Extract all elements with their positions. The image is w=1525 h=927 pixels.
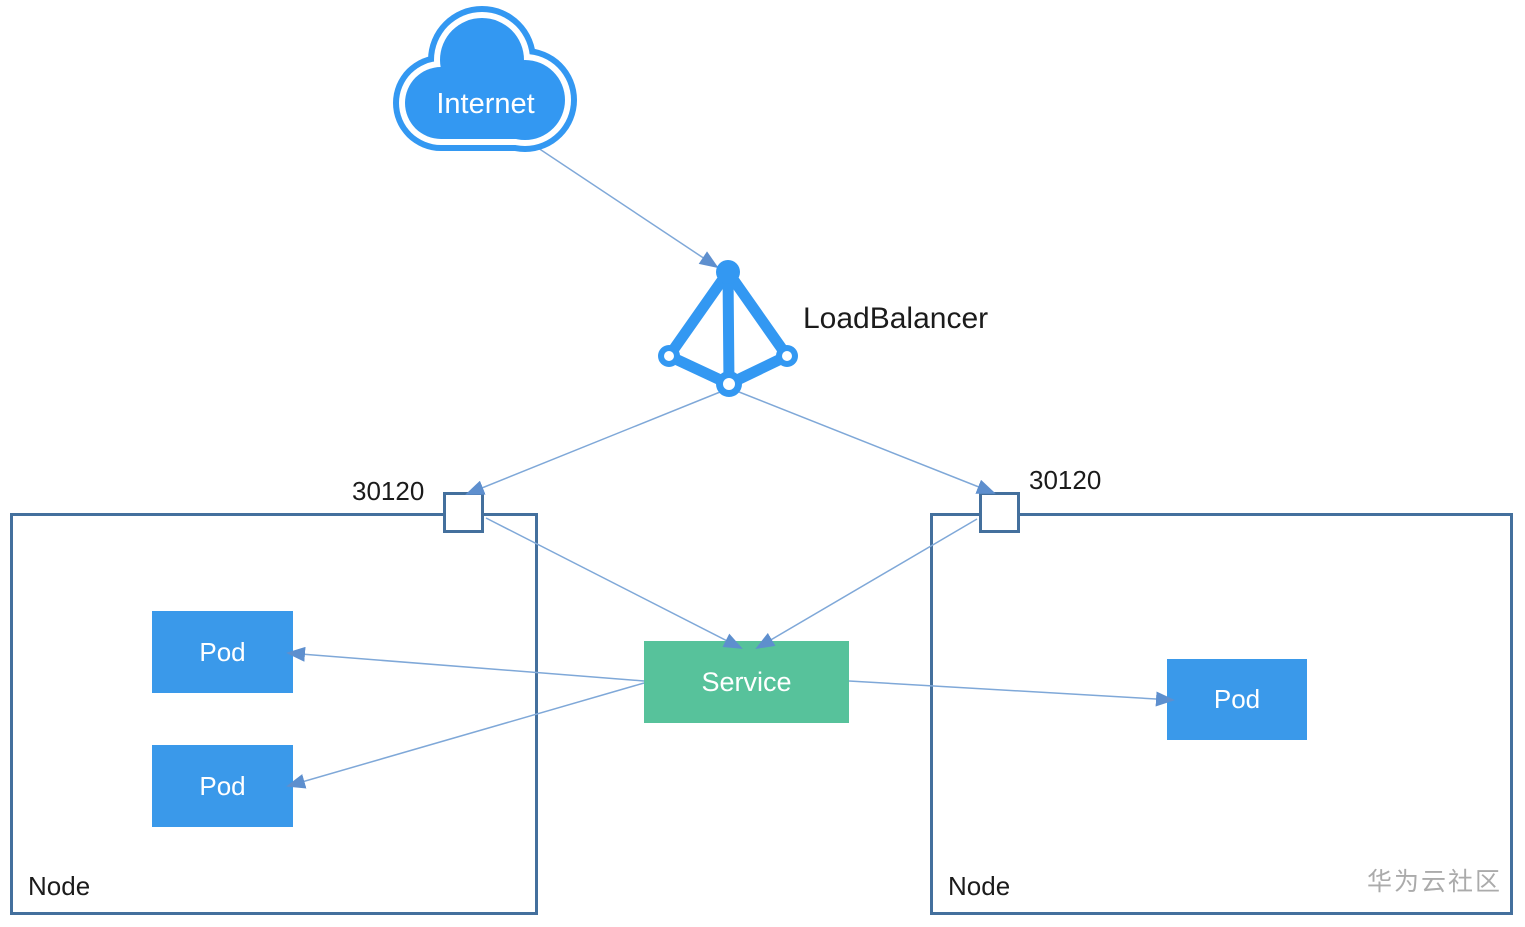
watermark: 华为云社区: [1366, 868, 1502, 896]
loadbalancer-icon: [658, 260, 798, 397]
node-label: Node: [28, 871, 91, 901]
nodeport-square-right: [979, 492, 1020, 533]
nodeport-square-left: [443, 492, 484, 533]
connector-internet-to-loadbalancer: [507, 127, 719, 269]
internet-label: Internet: [436, 88, 535, 120]
pod-label: Pod: [199, 636, 246, 667]
pod-box: Pod: [152, 611, 293, 693]
pod-label: Pod: [199, 770, 246, 801]
pod-box: Pod: [152, 745, 293, 827]
nodeport-label-right: 30120: [1029, 465, 1102, 495]
node-box-right: Node 华为云社区: [930, 513, 1513, 915]
cloud-icon: [393, 6, 577, 152]
node-box-left: Node: [10, 513, 538, 915]
connector-loadbalancer-to-left-port: [465, 389, 726, 495]
nodeport-label-left: 30120: [352, 476, 425, 506]
pod-label: Pod: [1213, 684, 1261, 714]
connector-loadbalancer-to-right-port: [733, 389, 996, 494]
loadbalancer-label: LoadBalancer: [803, 302, 989, 335]
service-box: Service: [644, 641, 849, 723]
pod-box: Pod: [1167, 659, 1307, 740]
service-label: Service: [701, 666, 792, 697]
node-label: Node: [948, 871, 1011, 901]
